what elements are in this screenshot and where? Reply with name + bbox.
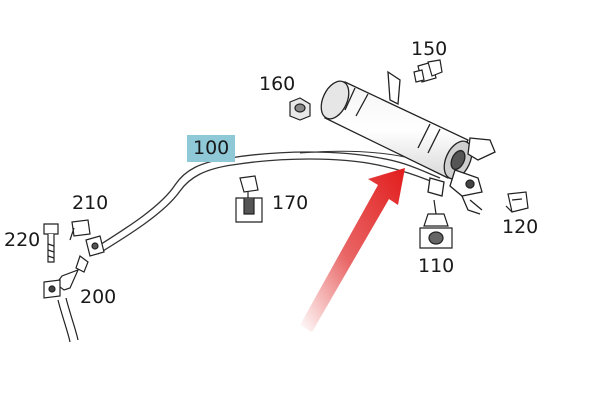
callout-170: 170 — [272, 192, 309, 214]
callout-110: 110 — [418, 255, 455, 277]
callout-210: 210 — [72, 192, 109, 214]
part-160 — [289, 97, 311, 121]
callout-120: 120 — [502, 216, 539, 238]
part-170 — [235, 175, 263, 223]
hose-100 — [94, 150, 441, 255]
pump-assembly — [320, 70, 496, 215]
part-110 — [419, 199, 453, 249]
part-120 — [505, 191, 529, 213]
callout-220: 220 — [4, 229, 41, 251]
callout-160: 160 — [259, 73, 296, 95]
part-150 — [413, 59, 443, 83]
callout-200: 200 — [80, 286, 117, 308]
left-fittings — [43, 219, 105, 343]
callout-150: 150 — [411, 38, 448, 60]
indicator-arrow — [300, 168, 405, 332]
callout-100: 100 — [187, 135, 236, 162]
